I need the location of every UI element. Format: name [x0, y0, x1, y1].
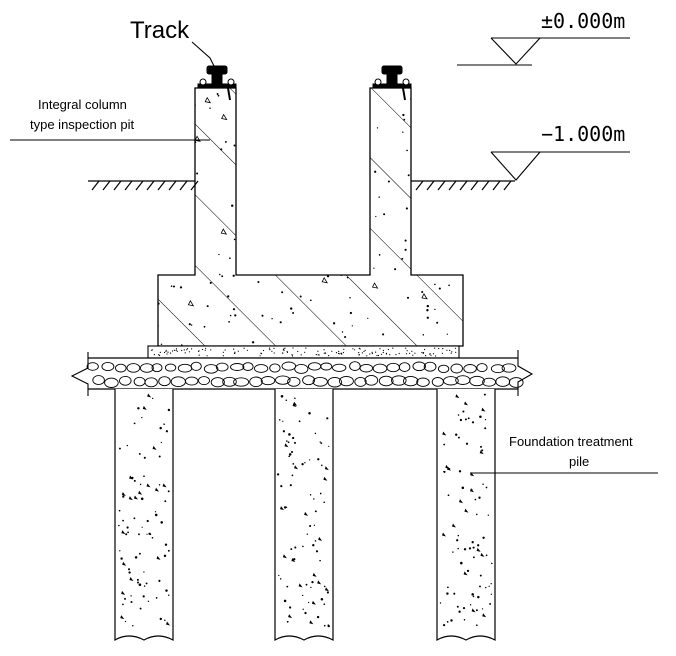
elevation-top-text: ±0.000m [541, 9, 625, 33]
rail-right [372, 65, 412, 101]
break-line-right [517, 350, 534, 396]
pile-label: Foundation treatment pile [470, 434, 658, 474]
ground-line [88, 180, 515, 191]
pit-label: Integral column type inspection pit [10, 97, 210, 141]
elevation-ground-text: −1.000m [541, 122, 625, 146]
pile-label-line1: Foundation treatment [509, 434, 633, 449]
pile-left [114, 389, 174, 642]
pit-label-line1: Integral column [38, 97, 127, 112]
elevation-marker-ground: −1.000m [490, 122, 630, 181]
pile-label-line2: pile [569, 454, 589, 469]
gravel-layer [70, 350, 534, 396]
track-label: Track [130, 17, 217, 71]
inspection-pit [157, 87, 464, 347]
sand-cushion-layer [147, 345, 460, 359]
pit-label-line2: type inspection pit [30, 117, 134, 132]
track-label-text: Track [130, 17, 190, 44]
pile-right [436, 389, 496, 642]
elevation-marker-top: ±0.000m [457, 9, 630, 66]
rail-left [197, 65, 237, 101]
foundation-piles [114, 389, 496, 642]
break-line-left [70, 352, 89, 396]
pile-center [274, 389, 334, 642]
